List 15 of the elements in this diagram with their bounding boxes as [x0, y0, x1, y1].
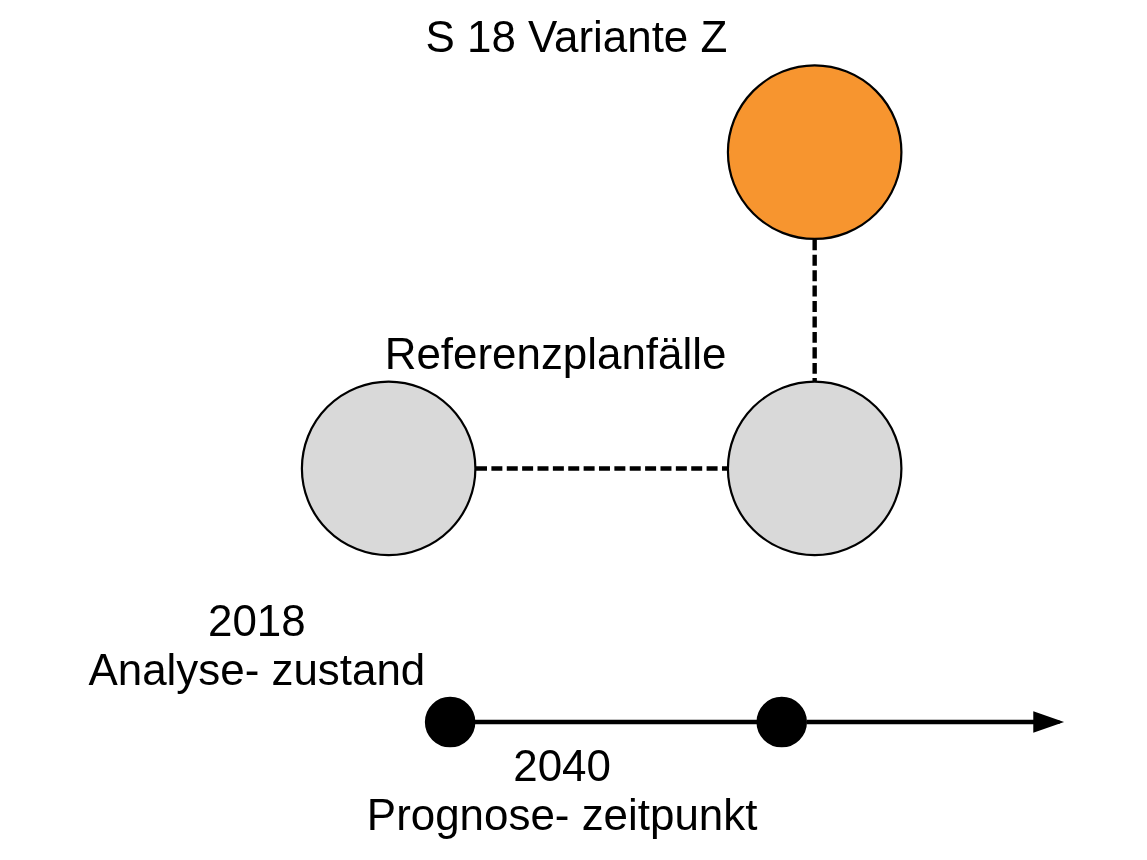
connector	[474, 719, 758, 725]
node-circle	[726, 64, 903, 241]
arrow	[806, 711, 1065, 733]
node-label: S 18 Variante Z	[425, 12, 728, 62]
node-label: Analyse- zustand	[88, 644, 426, 694]
node-label: Prognose- zeitpunkt	[366, 789, 758, 839]
node-label: Referenzplanfälle	[384, 328, 727, 378]
node-circle	[424, 696, 476, 748]
node-label: 2040	[513, 741, 611, 791]
node-circle	[756, 696, 807, 748]
node-circle	[726, 380, 903, 557]
node-circle	[300, 380, 477, 557]
connector	[812, 239, 817, 382]
connector	[476, 466, 728, 471]
node-label: 2018	[208, 596, 306, 646]
